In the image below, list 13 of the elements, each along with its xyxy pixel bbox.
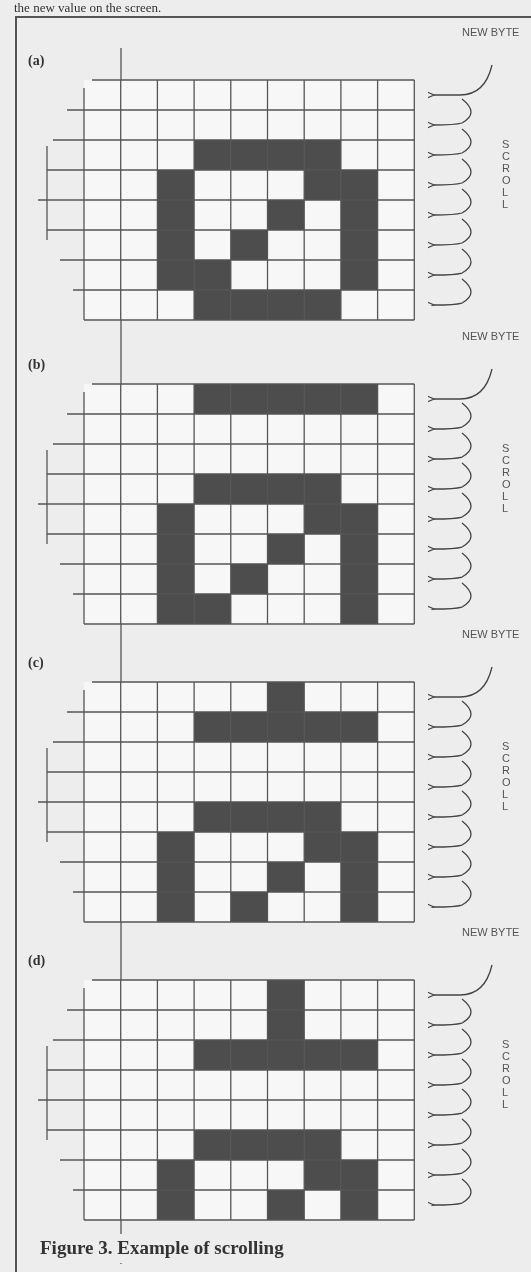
panel-label: (c) — [28, 654, 44, 672]
scroll-label: SCROLL — [502, 442, 512, 515]
scroll-label: SCROLL — [502, 138, 512, 211]
panel-label: (d) — [28, 952, 46, 970]
panel-label: (b) — [28, 356, 46, 374]
panel-label: (a) — [28, 52, 45, 70]
new-byte-label: NEW BYTE — [462, 330, 521, 343]
scroll-label: SCROLL — [502, 1038, 512, 1111]
new-byte-label: NEW BYTE — [462, 26, 521, 39]
new-byte-label: NEW BYTE — [462, 926, 521, 939]
new-byte-label: NEW BYTE — [462, 628, 521, 641]
scroll-label: SCROLL — [502, 740, 512, 813]
article-text: the new value on the screen. — [14, 0, 162, 15]
